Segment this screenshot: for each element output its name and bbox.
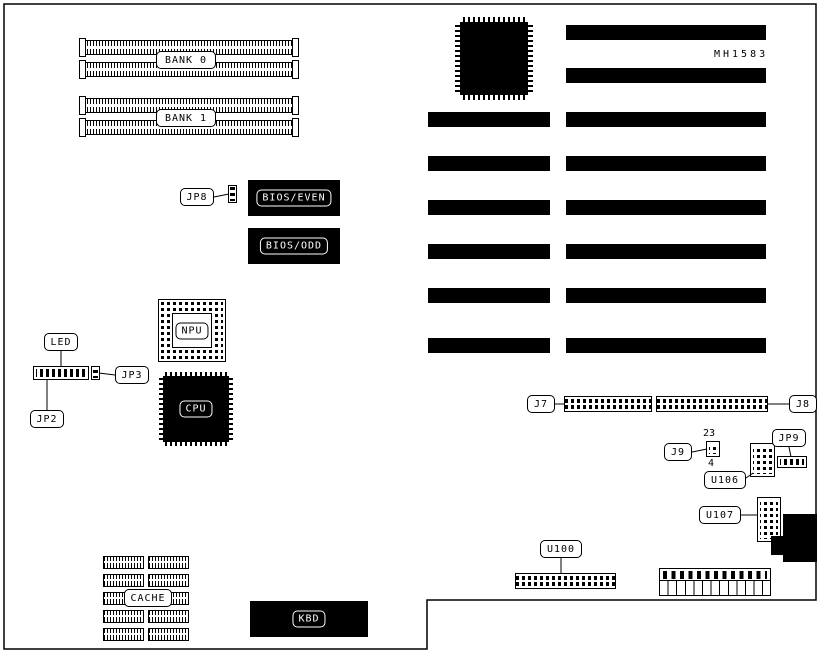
isa-slot-segment-long [566,244,766,259]
cpu-chip: CPU [159,372,233,446]
jp3-jumper [91,366,100,380]
bank0-label: BANK 0 [156,51,216,69]
kbd-label: KBD [292,610,326,628]
leader-line-jp3 [98,372,116,376]
jp9-header [777,456,807,468]
j9-jumper [706,441,720,457]
u100-label: U100 [540,540,582,558]
u100-header [515,573,616,589]
simm-end-clip [292,60,299,79]
bios-even-chip: BIOS/EVEN [248,180,340,216]
board-outline [3,3,817,650]
isa-slot-segment-short [428,156,550,171]
cpu-body: CPU [163,376,229,442]
u106-chip [750,443,775,477]
leader-line-jp9 [788,446,792,458]
jp3-label: JP3 [115,366,149,384]
simm-end-clip [292,38,299,57]
simm-end-clip [79,38,86,57]
pin-ticks [228,378,233,440]
pin-ticks [165,441,227,446]
isa-slot-segment-short [428,338,550,353]
j8-header [656,396,768,412]
j9-label: J9 [664,443,692,461]
cache-chip [148,610,189,623]
pin-ticks [463,17,525,22]
keyboard-din-tab [771,536,784,555]
cache-chip [103,556,144,569]
pin-ticks [159,378,164,440]
jp8-jumper [228,185,237,203]
cache-chip [103,574,144,587]
simm-end-clip [79,96,86,115]
bios-odd-chip: BIOS/ODD [248,228,340,264]
isa-slot-segment-short [428,288,550,303]
simm-end-clip [292,118,299,137]
board-model-text: MH1583 [714,49,769,60]
power-connector-pins [663,571,767,579]
isa-slot-segment-long [566,68,766,83]
bios-even-label: BIOS/EVEN [256,189,332,207]
chipset-body [460,22,528,95]
cache-chip [148,556,189,569]
isa-slot-segment-long [566,288,766,303]
u106-label: U106 [704,471,746,489]
bios-odd-label: BIOS/ODD [259,237,329,255]
cache-chip [103,628,144,641]
kbd-chip: KBD [250,601,368,637]
cache-chip [103,610,144,623]
keyboard-din-connector [783,514,817,562]
power-connector-cells [660,580,770,595]
simm-socket-bank1-row2 [79,118,299,137]
led-label: LED [44,333,78,351]
leader-line-j9 [691,448,708,453]
cache-label: CACHE [124,589,172,607]
cpu-label: CPU [179,400,213,418]
cache-chip [148,628,189,641]
jp2-label: JP2 [30,410,64,428]
j9-pin-label-top: 23 [703,428,716,439]
j7-label: J7 [527,395,555,413]
pin-ticks [463,95,525,100]
j9-pin-label-bottom: 4 [708,458,715,469]
npu-label: NPU [175,322,209,339]
leader-line-jp8 [213,193,230,198]
isa-slot-segment-short [428,200,550,215]
u107-label: U107 [699,506,741,524]
isa-slot-segment-long [566,25,766,40]
pin-ticks [455,25,460,92]
isa-slot-segment-short [428,112,550,127]
isa-slot-segment-long [566,200,766,215]
isa-slot-segment-long [566,338,766,353]
isa-slot-segment-long [566,112,766,127]
pin-ticks [528,25,533,92]
simm-socket-bank0-row2 [79,60,299,79]
pin-ticks [165,372,227,377]
isa-slot-segment-short [428,244,550,259]
cache-chip [148,574,189,587]
jp9-label: JP9 [772,429,806,447]
j7-header [564,396,652,412]
u107-header [757,497,781,542]
simm-end-clip [79,60,86,79]
led-jp2-header [33,366,89,380]
isa-slot-segment-long [566,156,766,171]
simm-end-clip [79,118,86,137]
npu-socket: NPU [158,299,226,362]
j8-label: J8 [789,395,817,413]
power-connector [659,568,771,596]
bank1-label: BANK 1 [156,109,216,127]
chipset-qfp [455,17,533,100]
simm-end-clip [292,96,299,115]
jp8-label: JP8 [180,188,214,206]
